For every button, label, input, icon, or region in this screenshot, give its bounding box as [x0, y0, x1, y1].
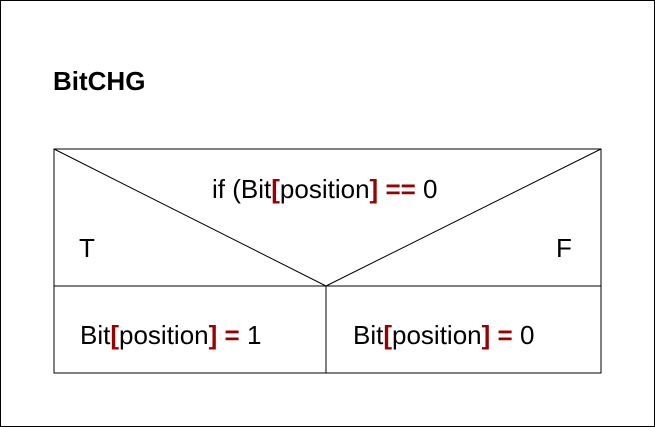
- false-branch-statement: Bit[position] = 0: [353, 320, 534, 351]
- structogram-outer-box: [53, 148, 602, 374]
- condition-index: position: [279, 174, 370, 204]
- true-branch-close-bracket: ]: [208, 320, 218, 350]
- true-branch-value: 1: [246, 320, 262, 350]
- false-branch-index: position: [392, 320, 482, 350]
- false-branch-open-bracket: [: [383, 320, 393, 350]
- false-branch-target: Bit: [353, 320, 384, 350]
- false-branch-operator: =: [497, 320, 513, 350]
- condition-close-bracket: ]: [369, 174, 379, 204]
- condition-operator: ==: [385, 174, 416, 204]
- condition-prefix: if (Bit: [212, 174, 272, 204]
- true-branch-statement: Bit[position] = 1: [80, 320, 261, 351]
- false-branch-value: 0: [519, 320, 535, 350]
- true-branch-target: Bit: [80, 320, 111, 350]
- true-branch-label: T: [79, 233, 95, 263]
- diagram-title: BitCHG: [53, 66, 146, 96]
- condition-text: if (Bit[position] == 0: [212, 174, 438, 205]
- true-branch-open-bracket: [: [110, 320, 120, 350]
- condition-diagonal-left: [53, 148, 327, 287]
- condition-value: 0: [423, 174, 438, 204]
- true-branch-operator: =: [224, 320, 240, 350]
- false-branch-close-bracket: ]: [481, 320, 491, 350]
- condition-open-bracket: [: [271, 174, 280, 204]
- false-branch-label: F: [556, 233, 572, 263]
- condition-diagonal-right: [325, 148, 602, 287]
- true-branch-index: position: [119, 320, 209, 350]
